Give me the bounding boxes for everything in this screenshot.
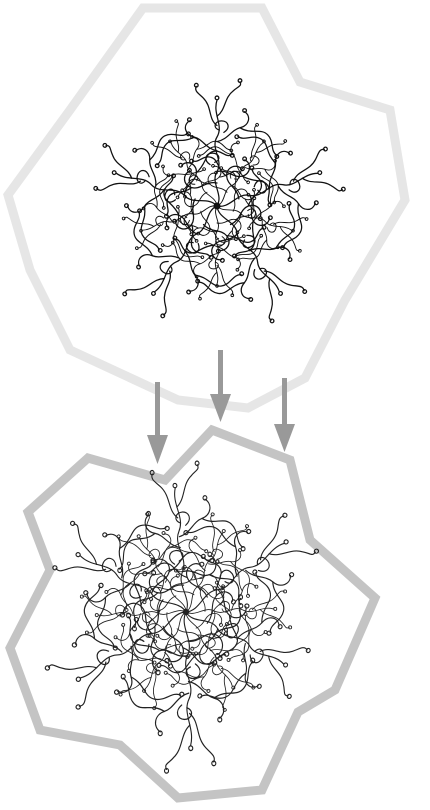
transform-arrows [147, 350, 295, 464]
source-coral-pattern [77, 79, 357, 345]
source-star-outline [8, 8, 405, 408]
arrow-middle [210, 350, 231, 422]
deformed-star-outline [10, 430, 375, 798]
